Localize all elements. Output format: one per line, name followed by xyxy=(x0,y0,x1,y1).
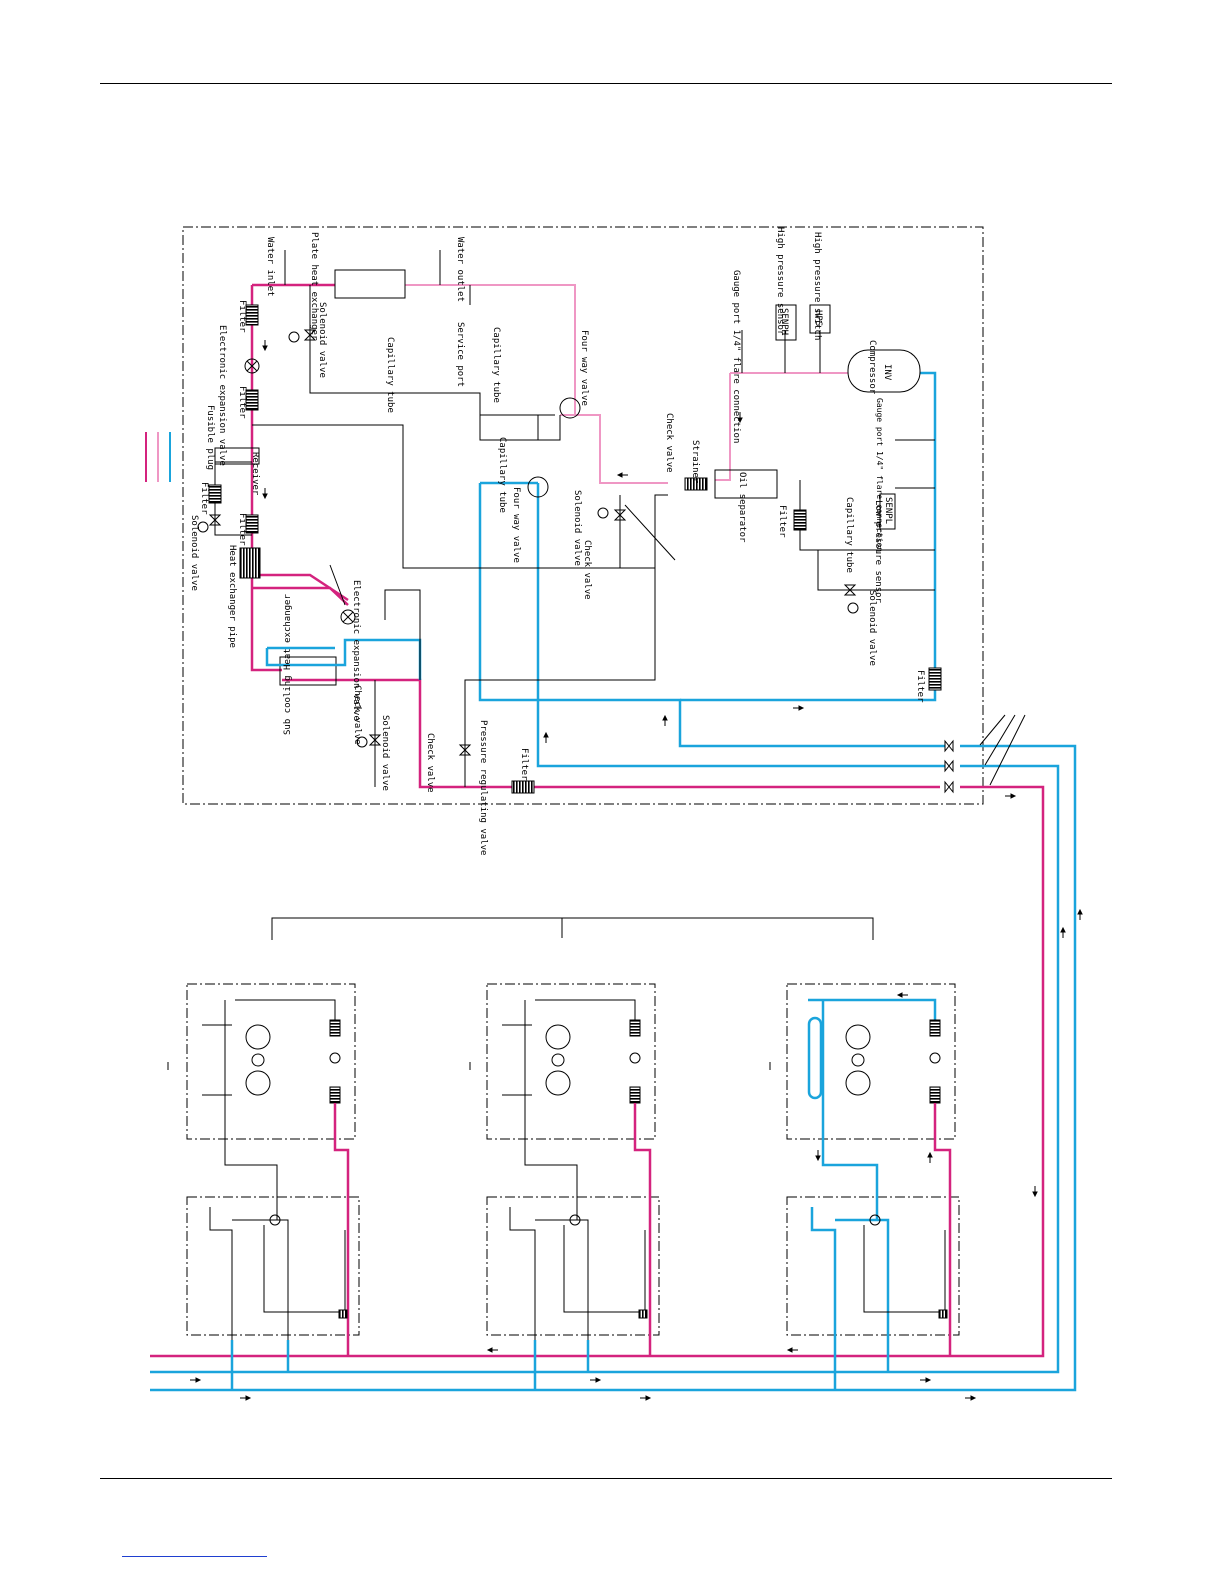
label-four-way-valve-1: Four way valve xyxy=(579,330,589,406)
flow-arrows xyxy=(167,340,1083,1401)
leader-lines xyxy=(329,504,1026,786)
label-four-way-valve-2: Four way valve xyxy=(511,487,521,563)
label-water-inlet: Water inlet xyxy=(265,237,275,297)
label-capillary-3: Capillary tube xyxy=(497,437,507,513)
label-sub-cooling-hx: Sub cooling Heat exchanger xyxy=(283,594,293,735)
label-service-port: Service port xyxy=(455,322,465,387)
label-eev-2: Electronic expansion valve xyxy=(351,580,361,721)
senpl-sensor xyxy=(879,493,896,530)
label-inv: INV xyxy=(882,364,892,381)
label-capillary-1: Capillary tube xyxy=(385,337,395,413)
label-heat-exchanger-pipe: Heat exchanger pipe xyxy=(227,545,237,648)
label-solenoid-valve-4: Solenoid valve xyxy=(380,715,390,791)
label-gauge-port-2: Gauge port 1/4" flare connection xyxy=(875,398,884,552)
label-filter-2: Filter xyxy=(237,386,247,419)
label-solenoid-valve-5: Solenoid valve xyxy=(867,590,877,666)
label-filter-4: Filter xyxy=(237,513,247,546)
label-solenoid-valve-3: Solenoid valve xyxy=(572,490,582,566)
label-check-valve-4: Check valve xyxy=(425,733,435,793)
outdoor-unit-piping xyxy=(214,250,945,789)
receiver xyxy=(214,447,260,465)
label-solenoid-valve-2: Solenoid valve xyxy=(189,515,199,591)
compressor xyxy=(847,349,921,393)
label-filter-1: Filter xyxy=(237,300,247,333)
footer-link-underline[interactable] xyxy=(122,1556,267,1557)
filters xyxy=(208,304,942,794)
label-filter-6: Filter xyxy=(777,505,787,538)
label-receiver: Receiver xyxy=(250,452,260,496)
label-senpl: SENPL xyxy=(883,497,893,524)
header-rule xyxy=(100,83,1112,84)
label-strainer: Strainer xyxy=(690,440,700,484)
senph-sensor xyxy=(775,304,797,341)
label-check-valve-2: Check valve xyxy=(664,413,674,473)
trunk-piping xyxy=(150,744,1077,1392)
label-hps: HPS xyxy=(813,310,823,326)
indoor-unit-3 xyxy=(786,983,960,1390)
label-eev-1: Electronic expansion valve xyxy=(217,325,227,466)
label-senph: SENPH xyxy=(779,308,789,335)
label-high-pressure-sensor: High pressure sensor xyxy=(775,227,785,336)
label-check-valve-3: Check valve xyxy=(352,685,362,745)
plate-heat-exchanger xyxy=(334,269,406,299)
label-filter-7: Filter xyxy=(915,670,925,703)
footer-rule xyxy=(100,1478,1112,1479)
label-compressor: Compressor xyxy=(867,340,877,395)
label-gauge-port-1: Gauge port 1/4" flare connection xyxy=(731,270,741,443)
label-water-outlet: Water outlet xyxy=(455,237,465,302)
label-filter-5: Filter xyxy=(519,748,529,781)
outdoor-unit-boundary xyxy=(182,226,984,805)
label-low-pressure-sensor: Low pressure sensor xyxy=(873,500,883,604)
label-plate-heat-exchanger: Plate heat exchanger xyxy=(309,232,319,341)
hps-switch xyxy=(809,304,831,334)
label-filter-3: Filter xyxy=(199,482,209,515)
label-pressure-regulating-valve: Pressure regulating valve xyxy=(478,720,488,855)
color-legend xyxy=(145,432,171,482)
label-solenoid-valve-1: Solenoid valve xyxy=(317,302,327,378)
indoor-unit-1 xyxy=(186,983,360,1390)
oil-separator xyxy=(714,469,778,499)
indoor-unit-2 xyxy=(486,983,660,1390)
label-fusible-plug: Fusible plug xyxy=(205,405,215,470)
valve-symbols xyxy=(197,329,954,794)
label-high-pressure-switch: High pressure switch xyxy=(812,232,822,340)
label-oil-separator: Oil separator xyxy=(737,472,747,543)
label-capillary-2: Capillary tube xyxy=(491,327,501,403)
group-bracket xyxy=(271,917,874,940)
label-check-valve-1: Check valve xyxy=(582,540,592,600)
label-capillary-4: Capillary tube xyxy=(844,497,854,573)
